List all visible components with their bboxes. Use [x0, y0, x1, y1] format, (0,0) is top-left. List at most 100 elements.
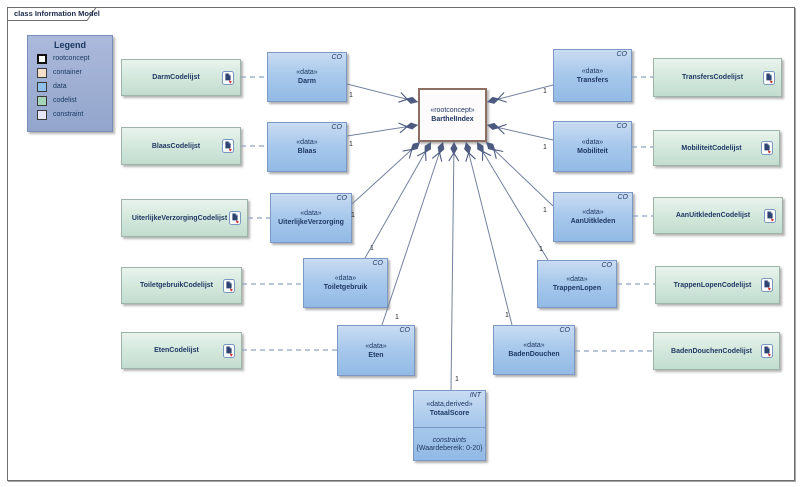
- codelist-node-aanuitkledencodelijst[interactable]: AanUitkledenCodelijst: [653, 197, 783, 234]
- diagram-frame-title: class Information Model: [14, 9, 100, 18]
- document-icon: [761, 344, 773, 358]
- node-type-tag: CO: [559, 327, 571, 334]
- codelist-node-etencodelijst[interactable]: EtenCodelijst: [121, 332, 242, 369]
- data-node-trappenlopen[interactable]: CO «data» TrappenLopen: [537, 260, 617, 308]
- codelist-swatch: [37, 95, 47, 106]
- data-node-transfers[interactable]: CO «data» Transfers: [553, 49, 632, 102]
- codelist-label: BadenDouchenCodelijst: [671, 347, 752, 355]
- multiplicity-label: 1: [349, 92, 353, 99]
- node-stereotype: «data»: [581, 67, 604, 75]
- data-node-aanuitkleden[interactable]: CO «data» AanUitkleden: [553, 192, 633, 242]
- legend-title: Legend: [53, 40, 86, 50]
- legend-item-container: container: [37, 67, 112, 78]
- node-name: Toiletgebruik: [323, 284, 368, 291]
- node-type-tag: CO: [336, 195, 348, 202]
- node-name: Eten: [368, 351, 384, 359]
- node-stereotype: «data»: [296, 69, 318, 76]
- node-type-tag: CO: [331, 54, 343, 61]
- node-stereotype: «rootconcept»: [430, 107, 475, 114]
- node-name: Darm: [298, 78, 316, 85]
- node-type-tag: CO: [601, 262, 613, 269]
- legend-label: codelist: [53, 97, 77, 104]
- node-stereotype: «data»: [365, 342, 387, 350]
- node-type-tag: CO: [617, 194, 629, 201]
- legend-label: data: [53, 83, 67, 90]
- legend-item-rootconcept: rootconcept: [37, 53, 112, 64]
- document-icon: [761, 141, 773, 155]
- data-node-blaas[interactable]: CO «data» Blaas: [267, 122, 347, 172]
- document-icon: [222, 139, 234, 153]
- node-stereotype: «data»: [300, 210, 322, 217]
- document-icon: [229, 211, 241, 225]
- multiplicity-label: 1: [455, 376, 459, 383]
- node-type-tag: CO: [331, 124, 343, 131]
- codelist-label: UiterlijkeVerzorgingCodelijst: [131, 214, 228, 222]
- data-node-toiletgebruik[interactable]: CO «data» Toiletgebruik: [303, 258, 388, 308]
- codelist-label: DarmCodelijst: [152, 74, 200, 81]
- legend-label: rootconcept: [53, 55, 90, 62]
- codelist-node-blaascodelijst[interactable]: BlaasCodelijst: [121, 127, 241, 165]
- node-name: AanUitkleden: [570, 218, 616, 225]
- node-type-tag: CO: [399, 327, 411, 334]
- data-node-uiterlijkeverzorging[interactable]: CO «data» UiterlijkeVerzorging: [270, 193, 352, 243]
- node-type-tag: CO: [616, 123, 628, 130]
- constraint-swatch: [37, 109, 47, 120]
- node-name: Mobiliteit: [577, 147, 608, 155]
- legend-label: constraint: [53, 111, 84, 118]
- node-name: Transfers: [576, 76, 609, 84]
- container-swatch: [37, 67, 47, 78]
- data-node-badendouchen[interactable]: CO «data» BadenDouchen: [493, 325, 575, 375]
- legend-item-codelist: codelist: [37, 95, 112, 106]
- multiplicity-label: 1: [543, 88, 547, 95]
- node-type-tag: CO: [616, 51, 628, 58]
- node-type-tag: INT: [469, 392, 481, 399]
- document-icon: [223, 343, 235, 358]
- codelist-node-darmcodelijst[interactable]: DarmCodelijst: [121, 59, 241, 96]
- node-stereotype: «data»: [523, 342, 545, 349]
- codelist-label: BlaasCodelijst: [151, 142, 201, 150]
- diagram-frame: [7, 7, 795, 481]
- rootconcept-swatch: [37, 53, 47, 64]
- codelist-label: AanUitkledenCodelijst: [675, 212, 751, 219]
- codelist-node-badendouchencodelijst[interactable]: BadenDouchenCodelijst: [653, 332, 780, 370]
- constraints-label: constraints: [432, 436, 467, 444]
- node-stereotype: «data»: [582, 209, 604, 216]
- constraints-compartment: constraints {Waardebereik: 0-20}: [414, 427, 485, 460]
- codelist-node-mobiliteitcodelijst[interactable]: MobiliteitCodelijst: [653, 130, 780, 166]
- data-node-eten[interactable]: CO «data» Eten: [337, 325, 415, 376]
- multiplicity-label: 1: [543, 207, 547, 214]
- codelist-label: TrappenLopenCodelijst: [673, 281, 752, 289]
- legend-label: container: [53, 69, 82, 76]
- data-node-totaalscore[interactable]: INT «data,derived» TotaalScore constrain…: [413, 390, 486, 461]
- multiplicity-label: 1: [370, 245, 374, 252]
- codelist-label: TransfersCodelijst: [681, 74, 744, 81]
- node-type-tag: CO: [372, 260, 384, 267]
- codelist-label: ToiletgebruikCodelijst: [140, 282, 213, 289]
- codelist-node-trappenlopencodelijst[interactable]: TrappenLopenCodelijst: [655, 266, 780, 304]
- codelist-node-transferscodelijst[interactable]: TransfersCodelijst: [653, 58, 782, 97]
- rootconcept-node-barthelindex[interactable]: «rootconcept» BarthelIndex: [418, 88, 487, 142]
- document-icon: [764, 208, 776, 223]
- multiplicity-label: 1: [395, 314, 399, 321]
- node-name: TotaalScore: [429, 410, 470, 417]
- document-icon: [222, 70, 234, 85]
- codelist-node-uiterlijkeverzorgingcodelijst[interactable]: UiterlijkeVerzorgingCodelijst: [121, 199, 248, 237]
- node-name: Blaas: [297, 148, 317, 155]
- node-name: BarthelIndex: [431, 116, 474, 123]
- node-name: UiterlijkeVerzorging: [278, 219, 344, 226]
- codelist-label: EtenCodelijst: [154, 347, 199, 354]
- node-stereotype: «data»: [334, 275, 357, 282]
- document-icon: [763, 70, 775, 85]
- legend: Legend rootconcept container data codeli…: [27, 35, 113, 132]
- node-stereotype: «data,derived»: [426, 401, 473, 408]
- document-icon: [761, 278, 773, 292]
- data-swatch: [37, 81, 47, 92]
- node-name: TrappenLopen: [552, 285, 602, 292]
- data-node-darm[interactable]: CO «data» Darm: [267, 52, 347, 102]
- data-node-mobiliteit[interactable]: CO «data» Mobiliteit: [553, 121, 632, 172]
- multiplicity-label: 1: [351, 212, 355, 219]
- codelist-node-toiletgebruikcodelijst[interactable]: ToiletgebruikCodelijst: [121, 267, 242, 304]
- document-icon: [223, 278, 235, 293]
- codelist-label: MobiliteitCodelijst: [681, 144, 742, 152]
